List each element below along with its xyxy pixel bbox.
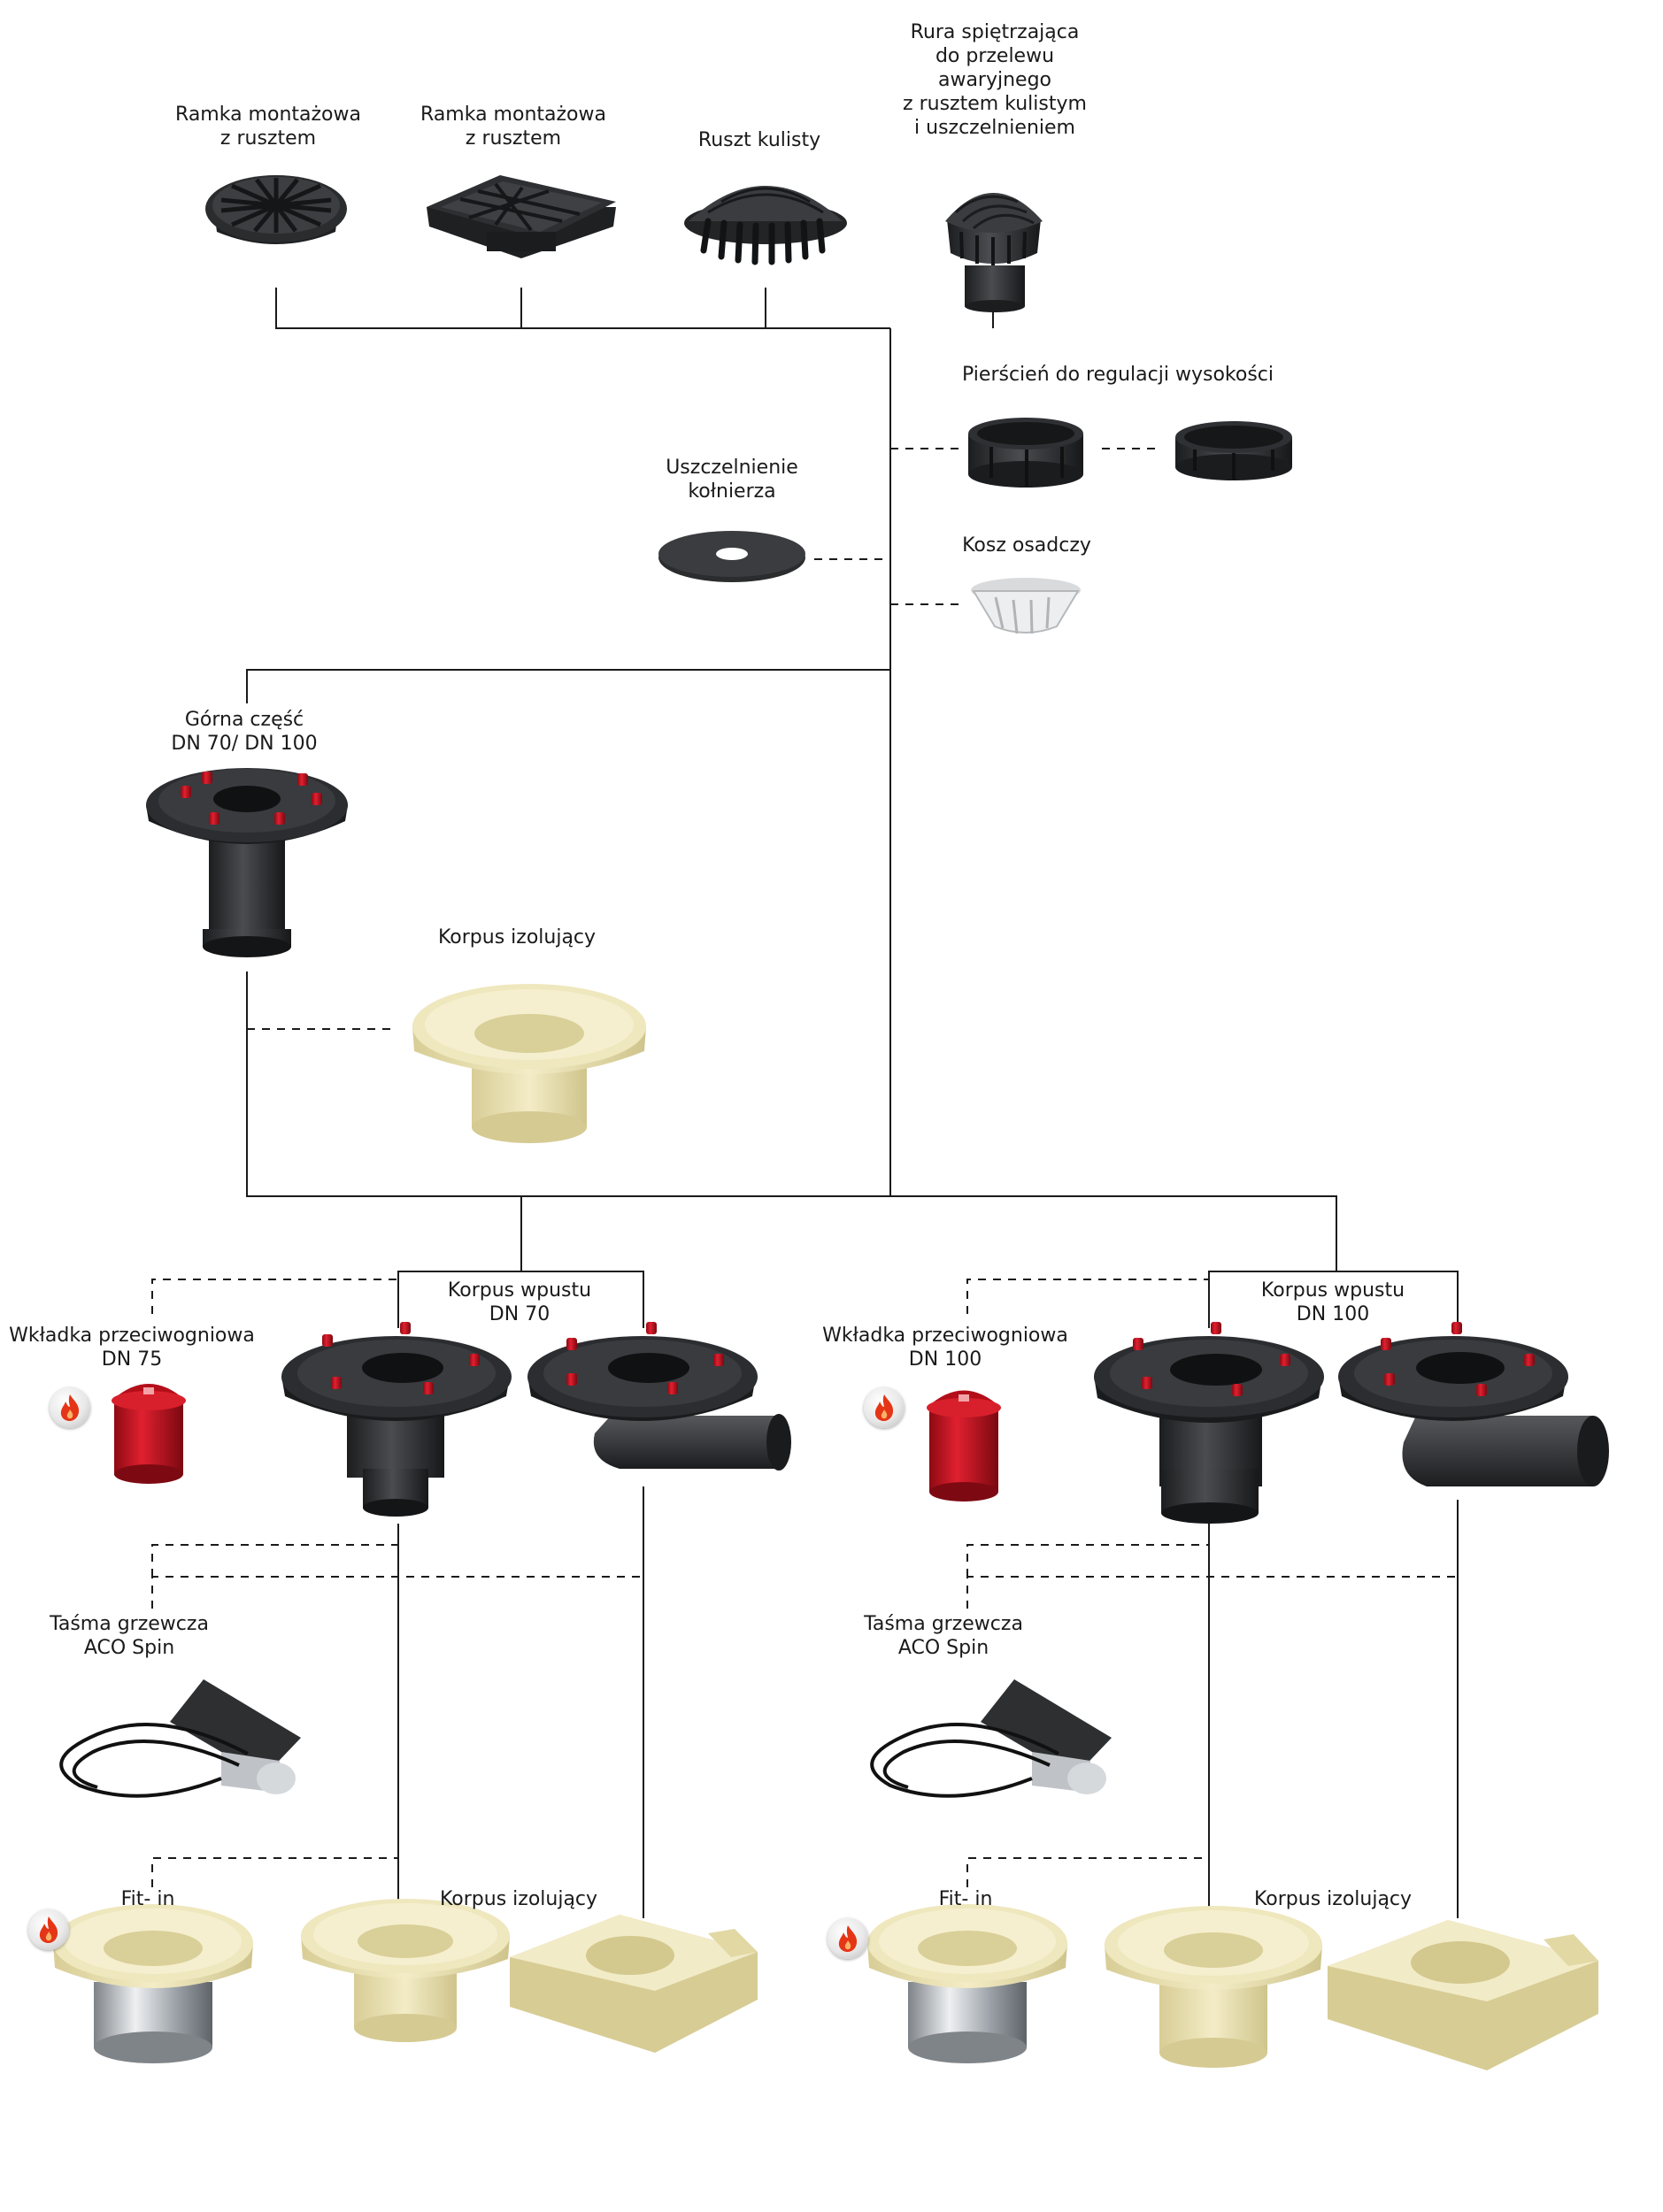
label-insulating-body-right: Korpus izolujący: [1254, 1887, 1412, 1911]
label-line: Uszczelnienie: [666, 456, 798, 480]
label-line: Taśma grzewcza: [50, 1612, 209, 1636]
label-line: Korpus wpustu: [1261, 1279, 1405, 1302]
label-line: DN 75: [9, 1348, 255, 1371]
label-line: DN 70: [448, 1302, 591, 1326]
fire-insert-dn75: [112, 1384, 186, 1484]
label-line: ACO Spin: [50, 1636, 209, 1660]
label-insulating-body-top: Korpus izolujący: [438, 926, 596, 949]
drain-body-dn70-vertical: [281, 1322, 512, 1517]
label-line: z rusztem: [175, 127, 361, 150]
upper-part-dn70-dn100: [146, 768, 348, 957]
drain-body-dn100-horizontal: [1338, 1322, 1609, 1486]
label-line: Ramka montażowa: [420, 103, 606, 127]
dashed-connector-lines: [152, 449, 1458, 1887]
label-line: Ramka montażowa: [175, 103, 361, 127]
drain-body-dn70-horizontal: [527, 1322, 791, 1471]
label-line: i uszczelnieniem: [903, 116, 1087, 140]
label-line: DN 100: [1261, 1302, 1405, 1326]
fire-protection-icon: [28, 1909, 69, 1950]
insulating-body-top: [412, 984, 646, 1143]
fire-protection-icon: [864, 1387, 905, 1428]
insulating-body-right-round: [1105, 1906, 1322, 2068]
overflow-standpipe: [945, 193, 1043, 312]
label-line: Wkładka przeciwogniowa: [9, 1324, 255, 1348]
label-line: DN 70/ DN 100: [171, 732, 317, 756]
label-line: Pierścień do regulacji wysokości: [962, 363, 1274, 387]
fire-protection-icon: [828, 1918, 868, 1959]
label-line: Ruszt kulisty: [698, 128, 820, 152]
label-line: Górna część: [171, 708, 317, 732]
insulating-body-left-round: [301, 1899, 510, 2042]
label-drain-body-dn100: Korpus wpustu DN 100: [1261, 1279, 1405, 1326]
label-line: Fit- in: [121, 1887, 175, 1911]
label-upper-part: Górna część DN 70/ DN 100: [171, 708, 317, 756]
insulating-body-left-box: [510, 1915, 758, 2053]
label-line: do przelewu: [903, 44, 1087, 68]
label-line: awaryjnego: [903, 68, 1087, 92]
label-fit-in-right: Fit- in: [939, 1887, 993, 1911]
label-fire-insert-dn100: Wkładka przeciwogniowa DN 100: [822, 1324, 1068, 1371]
label-line: kołnierza: [666, 480, 798, 503]
label-line: Fit- in: [939, 1887, 993, 1911]
label-line: z rusztem: [420, 127, 606, 150]
dome-grate: [684, 186, 847, 262]
fire-insert-dn100: [927, 1391, 1001, 1502]
label-line: ACO Spin: [864, 1636, 1023, 1660]
label-dome-grate: Ruszt kulisty: [698, 128, 820, 152]
label-flange-seal: Uszczelnienie kołnierza: [666, 456, 798, 503]
label-overflow-standpipe: Rura spiętrzająca do przelewu awaryjnego…: [903, 20, 1087, 140]
label-line: DN 100: [822, 1348, 1068, 1371]
label-heating-tape-right: Taśma grzewcza ACO Spin: [864, 1612, 1023, 1660]
round-frame-grate: [205, 175, 347, 244]
drain-body-dn100-vertical: [1094, 1322, 1324, 1524]
label-line: Korpus izolujący: [1254, 1887, 1412, 1911]
fit-in-right: [867, 1904, 1067, 2063]
sediment-basket: [971, 578, 1081, 634]
label-insulating-body-left: Korpus izolujący: [440, 1887, 597, 1911]
heating-tape-right: [872, 1679, 1112, 1796]
height-ring-large: [968, 418, 1083, 488]
label-round-frame-grate: Ramka montażowa z rusztem: [175, 103, 361, 150]
fit-in-left: [53, 1904, 253, 2063]
label-line: z rusztem kulistym: [903, 92, 1087, 116]
label-sediment-basket: Kosz osadczy: [962, 534, 1091, 557]
heating-tape-left: [61, 1679, 301, 1796]
label-square-frame-grate: Ramka montażowa z rusztem: [420, 103, 606, 150]
label-fire-insert-dn75: Wkładka przeciwogniowa DN 75: [9, 1324, 255, 1371]
fire-protection-icon: [50, 1387, 90, 1428]
label-fit-in-left: Fit- in: [121, 1887, 175, 1911]
label-line: Korpus izolujący: [438, 926, 596, 949]
square-frame-grate: [427, 175, 616, 258]
label-height-ring: Pierścień do regulacji wysokości: [962, 363, 1274, 387]
label-line: Korpus izolujący: [440, 1887, 597, 1911]
label-line: Rura spiętrzająca: [903, 20, 1087, 44]
label-line: Taśma grzewcza: [864, 1612, 1023, 1636]
height-ring-small: [1175, 421, 1292, 480]
flange-seal: [658, 531, 805, 582]
label-drain-body-dn70: Korpus wpustu DN 70: [448, 1279, 591, 1326]
label-line: Wkładka przeciwogniowa: [822, 1324, 1068, 1348]
label-heating-tape-left: Taśma grzewcza ACO Spin: [50, 1612, 209, 1660]
label-line: Kosz osadczy: [962, 534, 1091, 557]
label-line: Korpus wpustu: [448, 1279, 591, 1302]
insulating-body-right-box: [1328, 1920, 1598, 2070]
connector-lines: [247, 288, 1458, 1918]
